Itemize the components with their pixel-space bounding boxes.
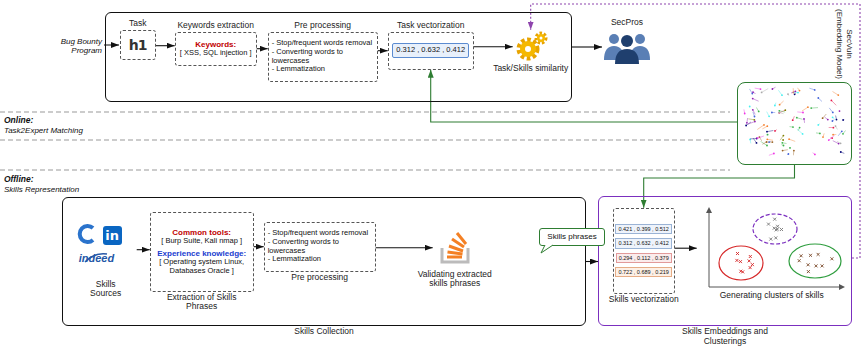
label-text: Skills Sources	[84, 280, 128, 300]
label-text: 0.421 , 0.399 , 0.512	[615, 224, 671, 234]
process-box: - Stop/frequent words removal- Convertin…	[268, 32, 378, 82]
connector-arrow	[431, 70, 737, 122]
label-text: 0.294 , 0.112 , 0.379	[616, 253, 672, 263]
node-content	[513, 30, 549, 62]
experts-icon: SecPros	[602, 30, 652, 64]
gear-icon	[513, 30, 549, 62]
embedding-panel: Skills Embeddings and Clusterings0.421 ,…	[598, 196, 852, 326]
label-text: - Stop/frequent words removal	[268, 229, 368, 238]
connector-arrow	[254, 246, 264, 247]
connector-arrow	[474, 46, 513, 47]
label-text: SecVuln (Embedding Model)	[834, 9, 854, 79]
process-box: Keywords:[ XSS, SQL injection ]Keywords …	[175, 32, 257, 66]
skills-collection-panel: Skills CollectionSkills SourcesinindeedC…	[62, 197, 586, 326]
label-text: Pre processing	[291, 273, 348, 283]
input-arrow	[104, 45, 119, 46]
similarity-gear: Task/Skills similarity	[513, 30, 549, 62]
connector-arrow	[644, 165, 795, 208]
node-content	[63, 198, 585, 325]
label-text: Experience knowledge:	[157, 249, 246, 258]
label-text: Task vectorization	[397, 21, 465, 31]
label-text: Skills phrases	[547, 232, 596, 241]
vector-box: 0.421 , 0.399 , 0.512 0.312 , 0.632 , 0.4…	[613, 208, 675, 294]
caption-label: Skills Representation	[4, 185, 79, 194]
label-text: Keywords:	[195, 40, 236, 49]
process-box: Common tools:[ Burp Suite, Kali nmap ] Ex…	[150, 212, 254, 292]
connector-arrow	[376, 247, 433, 248]
icon-layer	[433, 228, 477, 268]
label-text: SecPros	[611, 18, 643, 28]
caption-label: Bug Bounty Program	[56, 37, 102, 55]
label-text: - Stop/frequent words removal	[272, 39, 372, 48]
label-text: 0.312 , 0.632 , 0.412	[615, 238, 671, 248]
label-text: - Converting words to lowercases	[272, 48, 374, 65]
icon-layer	[697, 207, 847, 289]
node-content: - Stop/frequent words removal- Convertin…	[269, 33, 377, 81]
label-text: [ XSS, SQL injection ]	[180, 49, 252, 58]
task-box: h1Task	[120, 30, 156, 60]
cluster-plot-box: Generating clusters of skills	[697, 207, 847, 289]
label-text: Generating clusters of skills	[720, 291, 824, 301]
callout-box: Skills phrases	[539, 228, 605, 246]
node-content	[602, 30, 652, 64]
caption-label: Online:	[4, 115, 33, 125]
label-text: Validating extracted skills phrases	[413, 270, 497, 290]
label-text: h1	[129, 37, 147, 53]
node-content: h1	[121, 31, 155, 59]
dashed-separator	[0, 112, 730, 113]
label-text: 0.722 , 0.689 , 0.219	[615, 267, 671, 277]
dashed-separator	[0, 140, 730, 141]
label-text: indeed	[79, 252, 114, 265]
label-text: Keywords extraction	[177, 21, 254, 31]
label-text: Skills vectorization	[609, 295, 679, 305]
cluster-plot	[697, 207, 847, 289]
node-content: Skills phrases	[540, 229, 604, 245]
dashed-separator	[0, 170, 730, 171]
stackoverflow-icon	[433, 228, 477, 268]
connector-arrow	[572, 46, 602, 47]
process-box: - Stop/frequent words removal- Convertin…	[264, 222, 376, 272]
online-panel: h1TaskKeywords:[ XSS, SQL injection ]Key…	[105, 12, 572, 102]
label-text: Task	[129, 19, 146, 29]
node-content	[738, 83, 851, 164]
connector-arrow	[586, 261, 598, 262]
label-text: Task/Skills similarity	[493, 64, 568, 74]
embedding-scatter	[738, 83, 850, 163]
validation-icon: Validating extracted skills phrases	[433, 228, 477, 268]
connector-arrow	[675, 248, 697, 249]
node-content: 0.312 , 0.632 , 0.412	[389, 33, 473, 69]
label-text: Pre processing	[294, 21, 351, 31]
label-text: [ Burp Suite, Kali nmap ]	[161, 237, 242, 246]
label-text: Skills Embeddings and Clusterings	[665, 327, 785, 347]
icon-layer	[513, 30, 549, 62]
label-text: Extraction of Skills Phrases	[162, 293, 242, 313]
node-content: Keywords:[ XSS, SQL injection ]	[176, 33, 256, 65]
connector-arrow	[378, 50, 388, 51]
label-text: - Lemmatization	[272, 65, 325, 74]
label-text: in	[103, 226, 122, 245]
label-text: - Converting words to lowercases	[268, 238, 372, 255]
node-content	[697, 207, 847, 289]
connector-arrow	[156, 45, 175, 46]
connector-arrow	[531, 4, 860, 258]
label-text: - Lemmatization	[268, 255, 321, 264]
node-content: Common tools:[ Burp Suite, Kali nmap ] Ex…	[151, 213, 253, 291]
embedding-model: SecVuln (Embedding Model)	[737, 82, 852, 165]
skills-sources: Skills Sourcesinindeed	[75, 222, 137, 278]
connector-arrow	[137, 249, 150, 250]
label-text: [ Operating system Linux, Databases Orac…	[154, 258, 250, 275]
label-text: Skills Collection	[294, 327, 354, 337]
node-content	[433, 228, 477, 268]
people-icon	[602, 30, 652, 64]
process-box: 0.312 , 0.632 , 0.412Task vectorization	[388, 32, 474, 70]
node-content: - Stop/frequent words removal- Convertin…	[265, 223, 375, 271]
icon-layer	[738, 83, 851, 164]
label-text: 0.312 , 0.632 , 0.412	[392, 43, 469, 58]
icon-layer	[602, 30, 652, 64]
label-text: Common tools:	[172, 228, 231, 237]
connector-arrow	[257, 48, 268, 49]
node-content: 0.421 , 0.399 , 0.512 0.312 , 0.632 , 0.4…	[614, 209, 674, 293]
caption-label: Offline:	[4, 174, 34, 184]
caption-label: Task2Expert Matching	[4, 126, 83, 135]
